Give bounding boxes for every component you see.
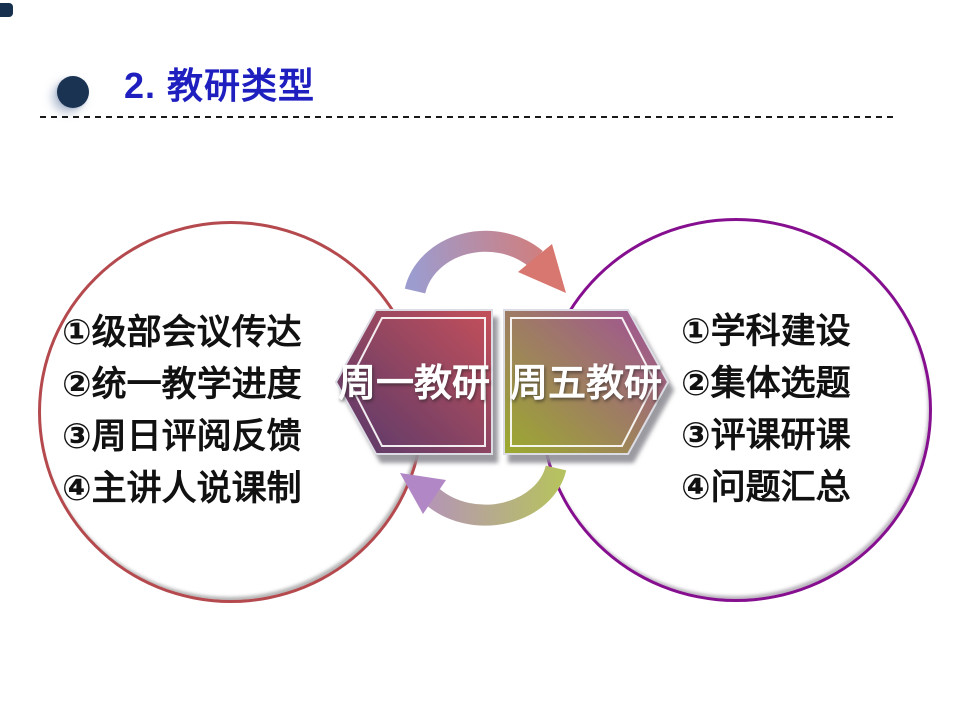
list-item: ①学科建设: [681, 312, 851, 351]
list-item: ②统一教学进度: [62, 365, 302, 404]
slide-title: 2. 教研类型: [124, 65, 316, 106]
title-bullet-icon: [57, 76, 89, 108]
monday-hexagon-label: 周一教研: [337, 363, 490, 405]
corner-mark: [0, 3, 13, 17]
monday-hexagon: [334, 309, 493, 455]
cycle-arrow-bottom: [400, 465, 567, 526]
list-item: ②集体选题: [681, 364, 851, 403]
friday-list: ①学科建设 ②集体选题 ③评课研课 ④问题汇总: [681, 306, 851, 514]
title-divider: [40, 116, 898, 118]
friday-hexagon-label: 周五教研: [509, 363, 662, 405]
list-item: ③评课研课: [681, 416, 851, 455]
list-item: ③周日评阅反馈: [62, 417, 302, 456]
list-item: ④主讲人说课制: [62, 469, 302, 508]
monday-list: ①级部会议传达 ②统一教学进度 ③周日评阅反馈 ④主讲人说课制: [62, 307, 302, 515]
list-item: ④问题汇总: [681, 468, 851, 507]
friday-hexagon: [503, 309, 670, 455]
list-item: ①级部会议传达: [62, 313, 302, 352]
cycle-arrow-top: [404, 230, 566, 294]
